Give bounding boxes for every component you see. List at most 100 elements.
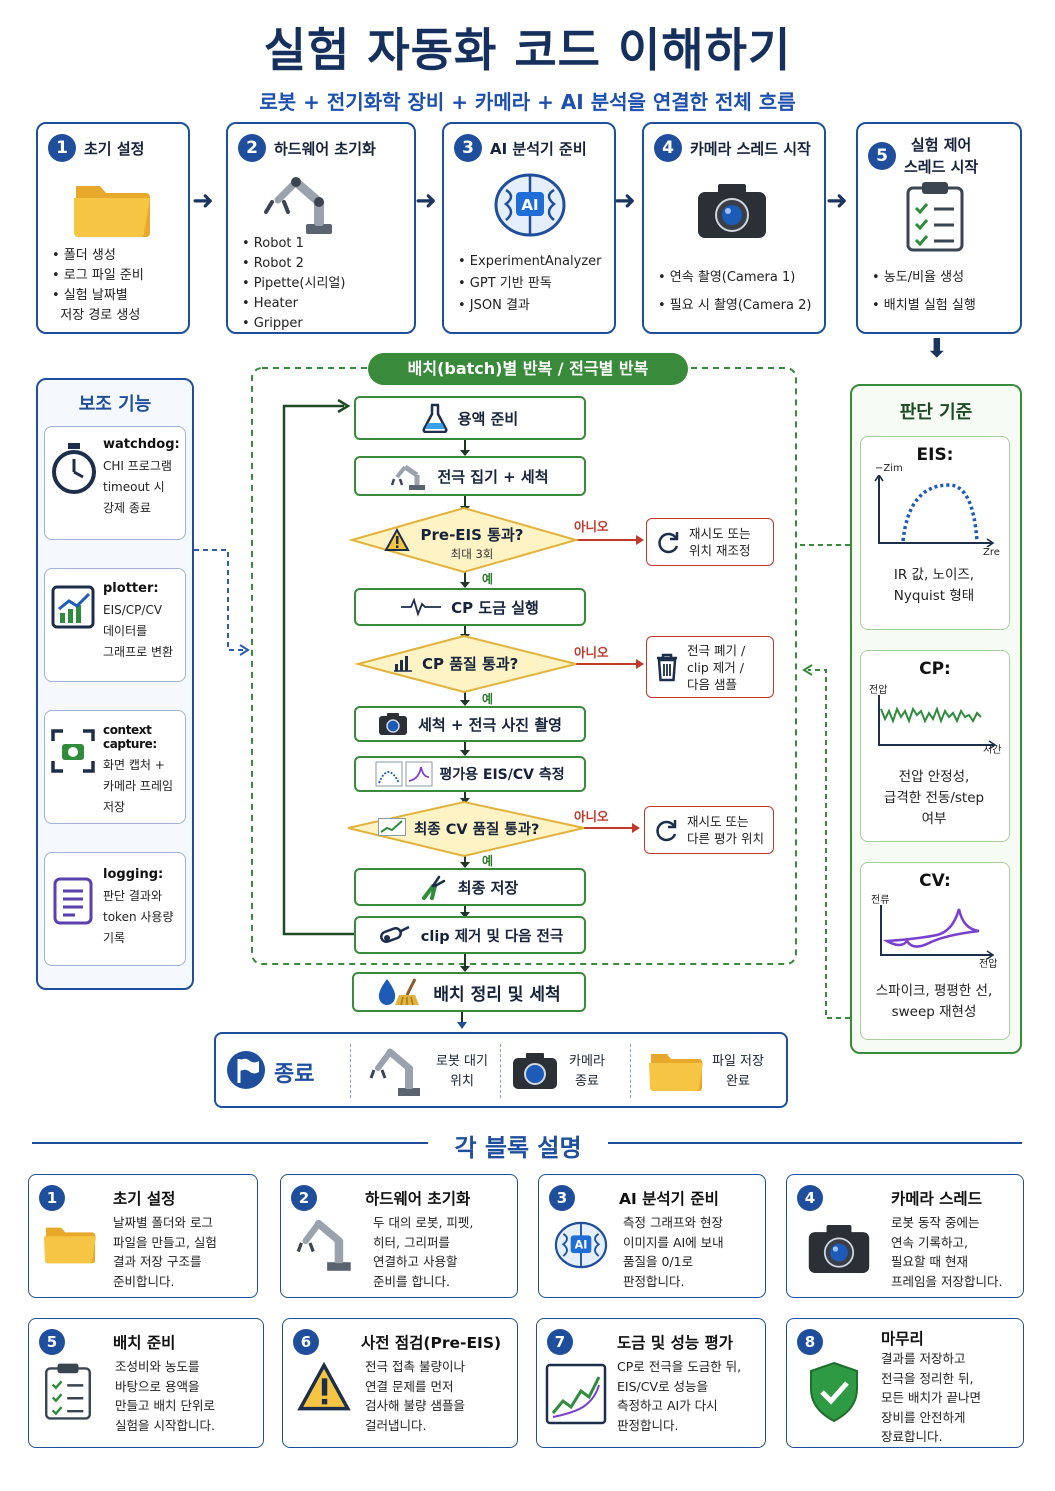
block-line: 프레임을 저장합니다. — [891, 1273, 1003, 1289]
step-item: • Gripper — [242, 316, 303, 331]
step-title: 초기 설정 — [84, 139, 145, 158]
cp-plot-icon — [878, 695, 997, 749]
criteria-line: 스파이크, 평평한 선, — [875, 983, 993, 999]
step-number: 5 — [868, 142, 896, 170]
flow-step-label: 최종 저장 — [457, 878, 519, 897]
aux-item-line: 그래프로 변환 — [103, 645, 174, 659]
block-title: AI 분석기 준비 — [619, 1190, 719, 1208]
yes-label: 예 — [482, 692, 494, 706]
block-line: 바탕으로 용액을 — [115, 1378, 200, 1394]
fail-line: 다음 샘플 — [687, 676, 737, 692]
block-line: 전극을 정리한 뒤, — [881, 1370, 974, 1386]
criteria-line: Nyquist 형태 — [893, 588, 975, 604]
flow-step-label: 평가용 EIS/CV 측정 — [439, 767, 565, 783]
axis-label-x: 시간 — [983, 745, 1002, 756]
axis-label-y: −Zim — [875, 463, 903, 474]
arrow-down-icon: ⬇ — [926, 334, 948, 364]
flow-step-label: 배치 정리 및 세척 — [433, 984, 561, 1005]
decision-label: Pre-EIS 통과? — [420, 526, 524, 544]
step-item: • 폴더 생성 — [52, 248, 116, 263]
end-line: 로봇 대기 — [436, 1054, 488, 1069]
block-title: 마무리 — [881, 1330, 924, 1348]
flask-icon — [422, 403, 448, 433]
aux-item-line: 카메라 프레임 — [103, 779, 174, 793]
no-label: 아니오 — [574, 645, 609, 660]
flow-step-label: 전극 집기 + 세척 — [437, 467, 549, 486]
document-lines-icon — [53, 877, 93, 925]
robot-arm-icon — [391, 464, 426, 490]
camera-icon — [698, 184, 766, 238]
yes-label: 예 — [482, 854, 494, 868]
block-title: 사전 점검(Pre-EIS) — [361, 1334, 502, 1352]
end-line: 카메라 — [569, 1054, 605, 1069]
block-number: 3 — [549, 1185, 575, 1211]
step-item: 저장 경로 생성 — [52, 308, 141, 323]
step-item: • 실험 날짜별 — [52, 288, 128, 303]
block-line: 두 대의 로봇, 피펫, — [373, 1215, 474, 1230]
block-number: 7 — [547, 1329, 573, 1355]
block-title: 초기 설정 — [113, 1190, 176, 1208]
step-item: • Robot 1 — [242, 236, 304, 251]
axis-label-y: 전류 — [871, 895, 890, 906]
step-item: • 로그 파일 준비 — [52, 268, 144, 283]
block-title: 배치 준비 — [113, 1334, 176, 1352]
block-title: 도금 및 성능 평가 — [617, 1334, 734, 1352]
block-number: 5 — [39, 1329, 65, 1355]
step-item: • 농도/비율 생성 — [872, 270, 965, 285]
block-number: 8 — [797, 1329, 823, 1355]
flow-step-label: 용액 준비 — [457, 409, 519, 428]
diamond-shape — [354, 634, 577, 694]
block-line: 결과 저장 구조를 — [113, 1254, 202, 1269]
end-line: 종료 — [575, 1074, 599, 1089]
flow-step-eis-cv: 평가용 EIS/CV 측정 — [354, 756, 586, 792]
fail-box-discard: 전극 폐기 /clip 제거 /다음 샘플 — [646, 636, 774, 698]
block-line: 전극 접촉 불량이나 — [365, 1359, 465, 1374]
aux-item-title: watchdog: — [103, 437, 180, 452]
stopwatch-icon — [52, 443, 96, 494]
step-title: AI 분석기 준비 — [490, 139, 587, 158]
block-number: 2 — [291, 1185, 317, 1211]
step-item: • 연속 촬영(Camera 1) — [658, 270, 796, 285]
step-title: 스레드 시작 — [904, 158, 979, 176]
refresh-icon — [658, 532, 679, 554]
folder-icon — [649, 1054, 703, 1091]
block-line: 장료합니다. — [881, 1429, 943, 1444]
fail-line: 위치 재조정 — [689, 543, 751, 558]
arrow-right-icon: ➜ — [192, 186, 214, 216]
flow-step-clip-remove: clip 제거 및 다음 전극 — [354, 916, 586, 954]
criteria-card-title: CV: — [919, 871, 951, 891]
step-item: • 필요 시 촬영(Camera 2) — [658, 298, 812, 313]
step-number: 2 — [238, 134, 266, 162]
waveform-icon — [401, 597, 442, 617]
flow-step-wash-photo: 세척 + 전극 사진 촬영 — [354, 706, 586, 742]
block-line: 실험을 시작합니다. — [115, 1417, 215, 1433]
step-item: • Heater — [242, 296, 298, 311]
block-line: 이미지를 AI에 보내 — [623, 1234, 724, 1250]
flow-step-grip-wash: 전극 집기 + 세척 — [354, 456, 586, 496]
checklist-icon — [906, 182, 964, 252]
block-line: 필요할 때 현재 — [891, 1254, 968, 1269]
step-item: • JSON 결과 — [458, 298, 530, 313]
criteria-title: 판단 기준 — [899, 402, 973, 423]
drop-broom-icon — [379, 978, 420, 1006]
axis-label-x: 전압 — [979, 959, 998, 970]
aux-item-title: logging: — [103, 867, 164, 882]
fail-line: 전극 폐기 / — [687, 642, 746, 658]
block-line: 연속 기록하고, — [891, 1234, 968, 1250]
step-number: 4 — [654, 134, 682, 162]
camera-icon — [808, 1225, 870, 1273]
shield-check-icon — [810, 1361, 858, 1423]
refresh-icon — [656, 820, 677, 842]
